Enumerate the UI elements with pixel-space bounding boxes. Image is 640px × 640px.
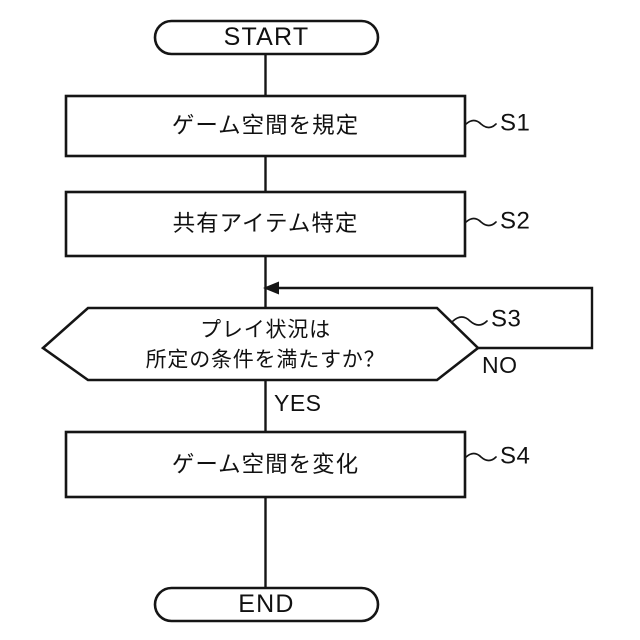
branch-label-no: NO: [482, 352, 518, 378]
node-s4-label: ゲーム空間を変化: [172, 452, 359, 477]
node-s2-label: 共有アイテム特定: [173, 211, 359, 236]
branch-label-yes: YES: [274, 390, 322, 416]
leader-line-s4: [465, 452, 497, 462]
leader-line-s2: [465, 217, 497, 227]
leader-line-s3: [452, 316, 488, 326]
node-s3[interactable]: [40, 306, 480, 382]
node-s2[interactable]: [64, 190, 467, 258]
node-s3-label-line1: プレイ状況は: [200, 319, 331, 342]
node-start[interactable]: [153, 19, 380, 56]
feedback-arrowhead-icon: [263, 281, 279, 295]
node-end-label: END: [238, 590, 294, 618]
node-s1[interactable]: [64, 94, 467, 158]
node-end[interactable]: [153, 586, 380, 623]
step-label-s2: S2: [500, 207, 530, 234]
edge-s3-no-feedback-loop: [272, 286, 594, 350]
node-s4[interactable]: [64, 430, 467, 499]
node-s3-label-line2: 所定の条件を満たすか？: [146, 349, 386, 372]
step-label-s1: S1: [500, 109, 530, 136]
node-s1-label: ゲーム空間を規定: [172, 113, 359, 138]
step-label-s4: S4: [500, 442, 530, 469]
node-start-label: START: [224, 23, 310, 51]
step-label-s3: S3: [491, 305, 521, 332]
leader-line-s1: [465, 119, 497, 129]
